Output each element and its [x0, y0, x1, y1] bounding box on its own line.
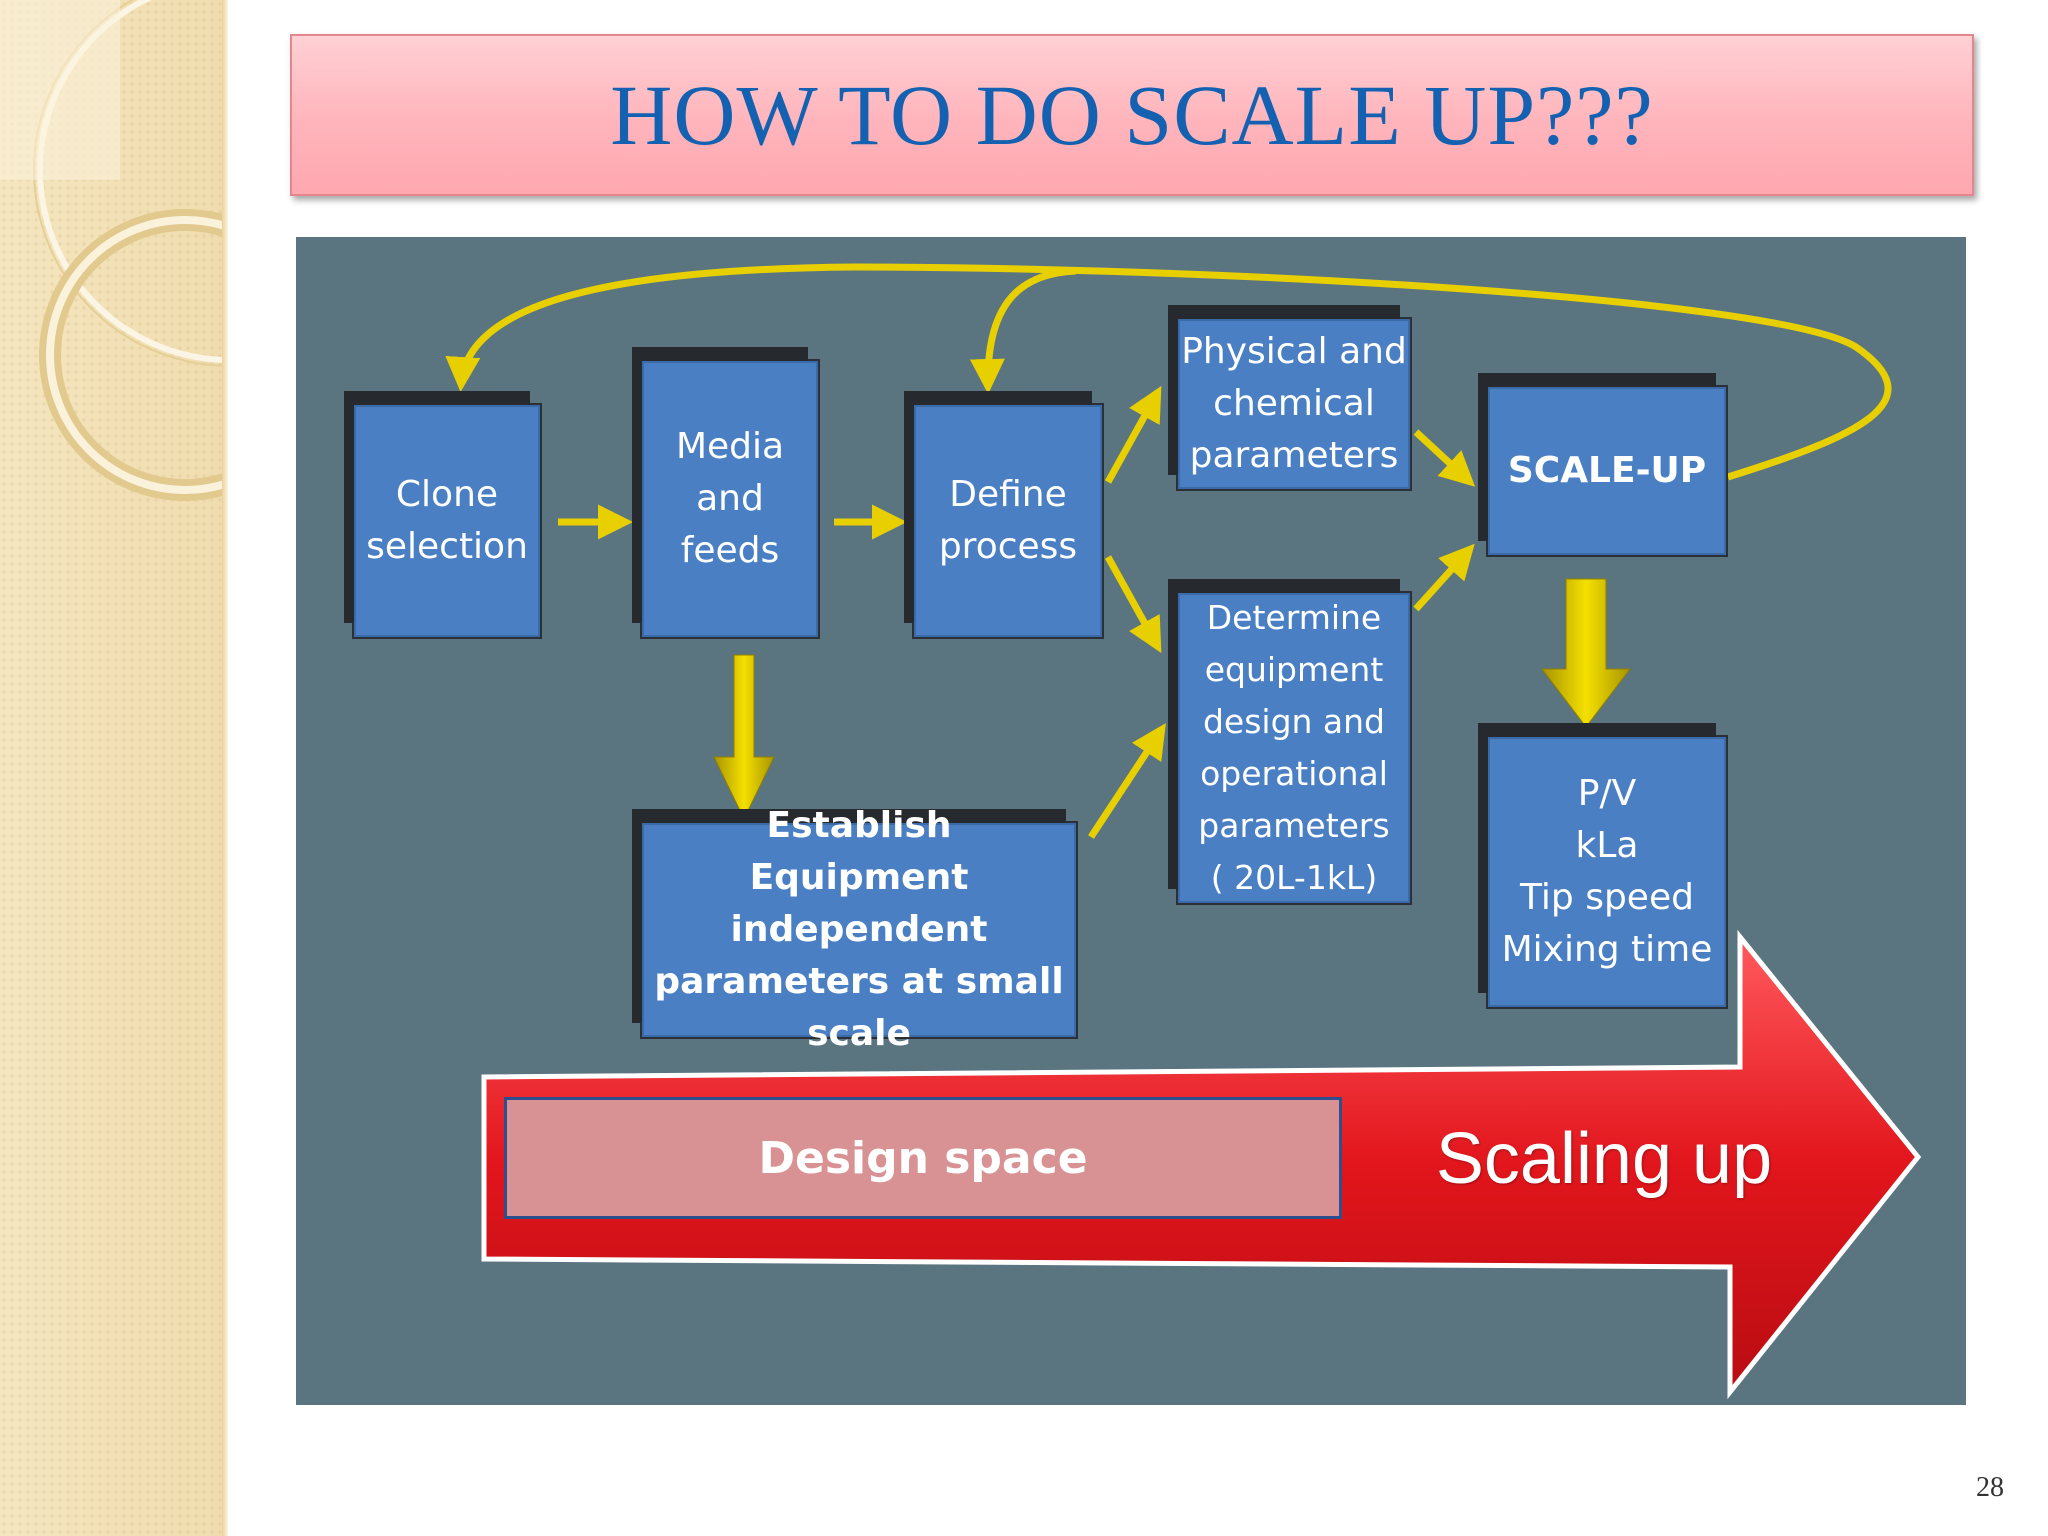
arrow-define-to-physical — [1104, 385, 1162, 484]
down-arrow-media-to-establish — [713, 654, 775, 821]
design-space-label: Design space — [504, 1097, 1342, 1219]
slide-title: HOW TO DO SCALE UP??? — [610, 67, 1654, 163]
node-physical-chemical-parameters: Physical and chemical parameters — [1178, 319, 1410, 489]
feedback-loop-arrow-to-clone-selection — [445, 263, 1892, 481]
scaling-up-label: Scaling up — [1435, 1119, 1773, 1199]
node-pv-kla-tip-speed-mixing-time: P/V kLa Tip speed Mixing time — [1488, 737, 1726, 1007]
feedback-loop-arrow-to-define-process — [969, 267, 1077, 394]
node-determine-equipment-design: Determine equipment design and operation… — [1178, 593, 1410, 903]
node-media-and-feeds: Media and feeds — [642, 361, 818, 637]
decorative-rings-graphic — [0, 0, 228, 501]
down-arrow-scaleup-to-pv — [1540, 578, 1632, 728]
arrow-define-to-determine — [1104, 555, 1162, 654]
node-scale-up: SCALE-UP — [1488, 387, 1726, 555]
title-banner: HOW TO DO SCALE UP??? — [290, 34, 1974, 196]
node-define-process: Define process — [914, 405, 1102, 637]
arrow-determine-to-scaleup — [1413, 543, 1475, 612]
arrow-establish-to-determine — [1088, 723, 1166, 839]
side-strip-edge — [222, 0, 228, 1536]
decorative-side-strip — [0, 0, 228, 1536]
node-establish-equipment-independent-parameters: Establish Equipment independent paramete… — [642, 805, 1076, 1054]
page-number: 28 — [1976, 1472, 2004, 1503]
node-clone-selection: Clone selection — [354, 405, 540, 637]
scale-up-flow-diagram: Clone selection Media and feeds Define p… — [296, 237, 1966, 1405]
arrow-physical-to-scaleup — [1413, 429, 1476, 487]
